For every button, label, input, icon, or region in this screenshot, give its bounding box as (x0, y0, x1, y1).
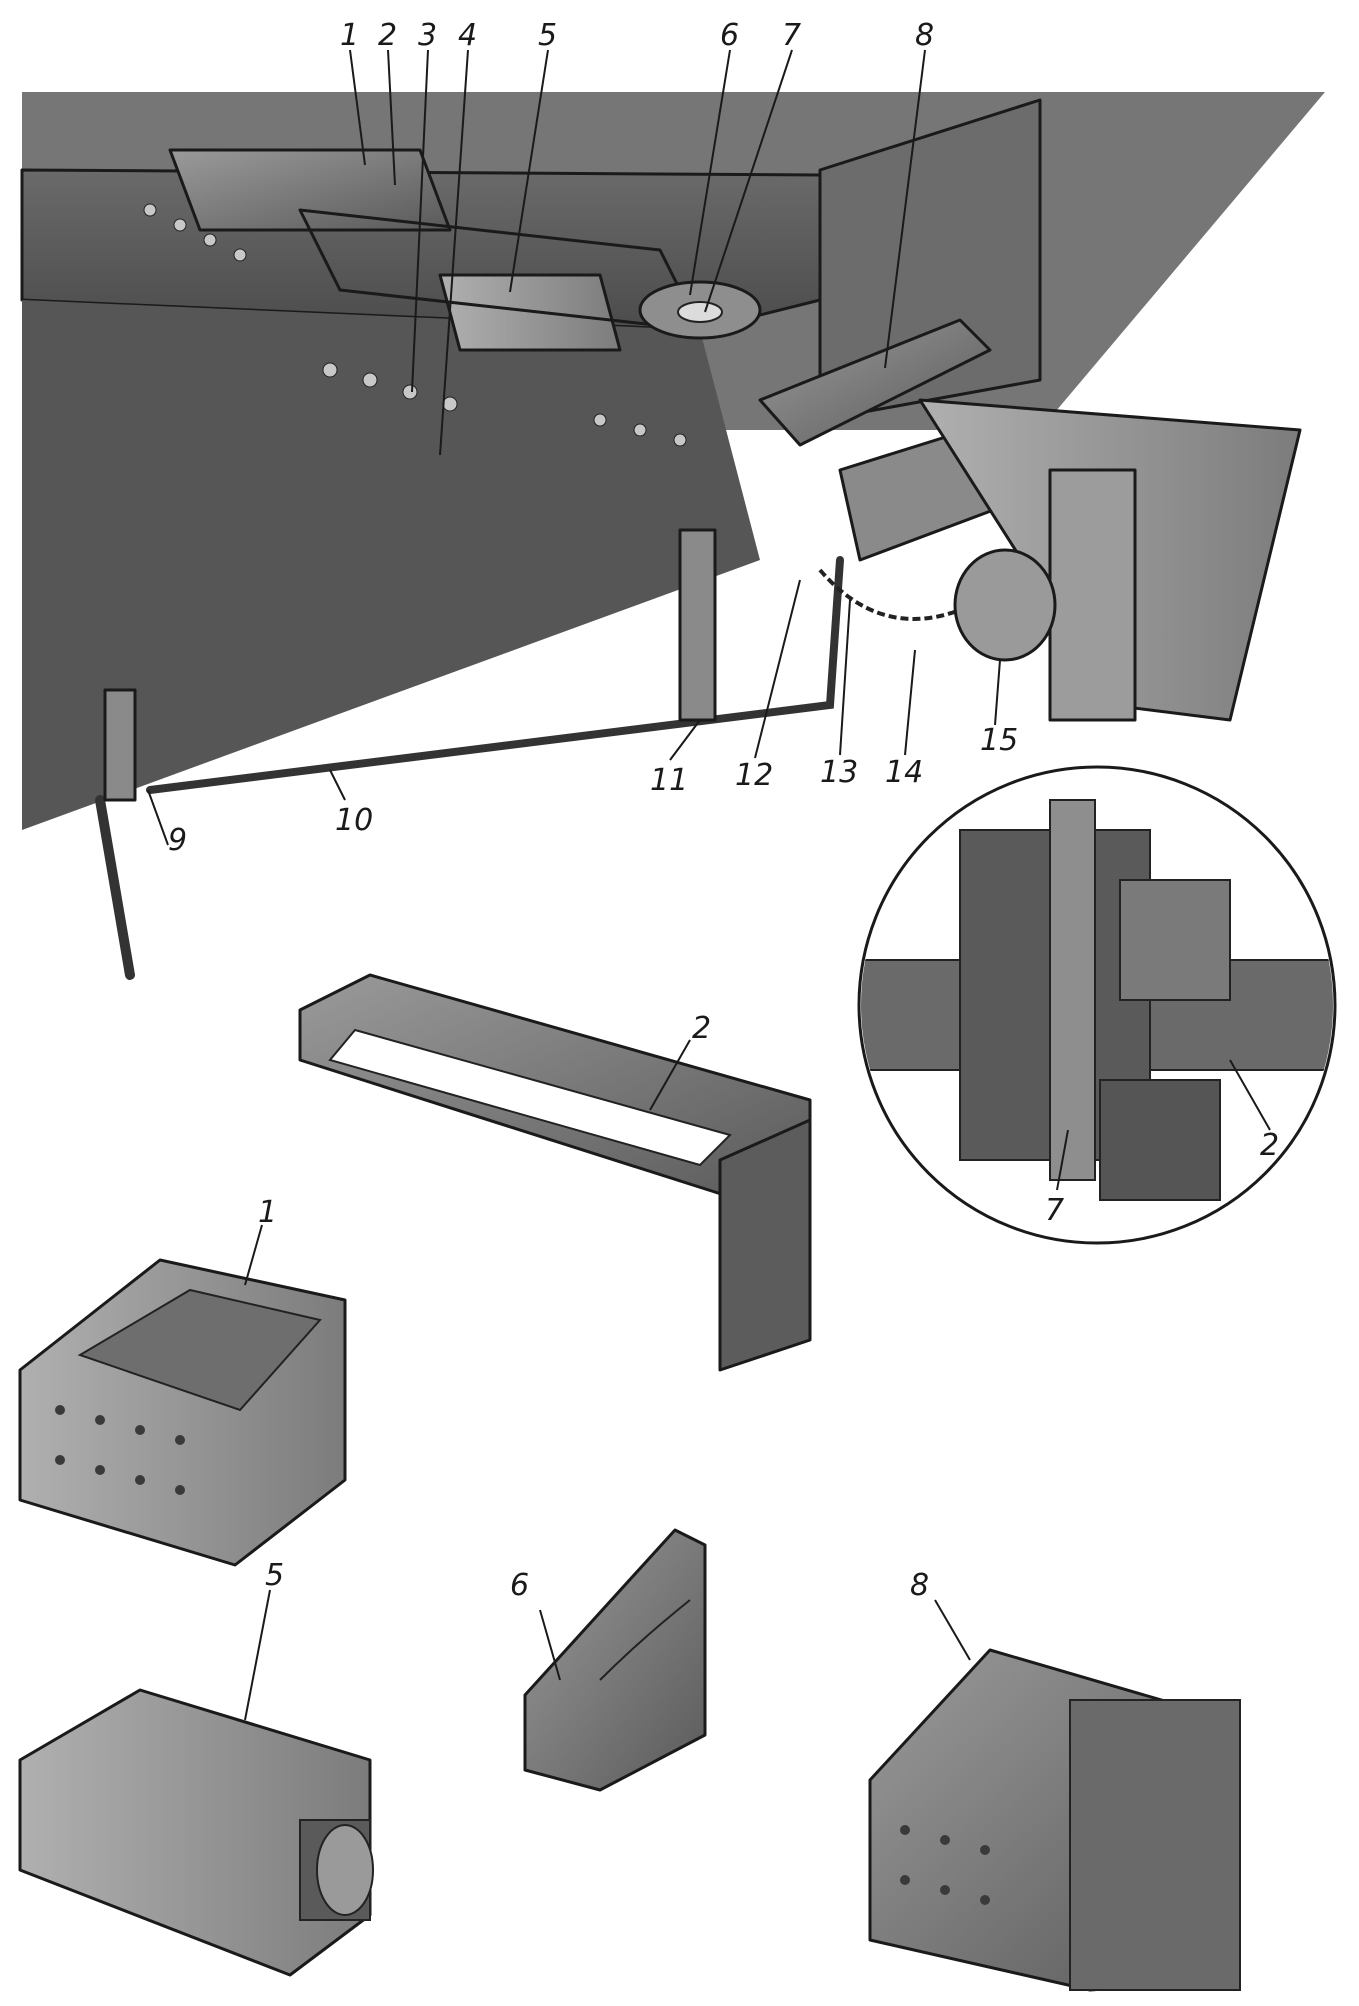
rear-stop-bracket (758, 318, 992, 447)
lever-handle (95, 795, 135, 980)
callout-3: 3 (418, 18, 437, 53)
callout-2: 2 (378, 18, 397, 53)
main-assembly (20, 92, 1325, 980)
inset-callout-7: 7 (1045, 1193, 1064, 1228)
part-callout-8: 8 (910, 1568, 929, 1603)
safety-chain (818, 568, 961, 621)
uncoupling-rod (146, 556, 844, 794)
main-leader-lines (147, 49, 1001, 846)
callout-9: 9 (168, 823, 187, 858)
callout-7: 7 (782, 18, 801, 53)
part-yoke: 2 (298, 973, 812, 1372)
end-beam (818, 98, 1042, 422)
callout-4: 4 (458, 18, 477, 53)
main-callouts: 1 2 3 4 5 6 7 8 9 10 11 12 13 14 15 (168, 18, 1018, 858)
lever-bracket-left (103, 688, 137, 802)
side-sill (22, 300, 760, 830)
callout-14: 14 (885, 755, 923, 790)
inset-key-pin (1049, 799, 1096, 1181)
callout-5: 5 (538, 18, 557, 53)
rivet-row (143, 203, 687, 447)
callout-8: 8 (915, 18, 934, 53)
callout-10: 10 (335, 803, 373, 838)
part-callout-2: 2 (692, 1011, 711, 1046)
lever-bracket-right (678, 528, 717, 722)
part-front-stop: 1 (18, 1195, 347, 1567)
callout-15: 15 (980, 723, 1018, 758)
part-callout-5: 5 (265, 1558, 284, 1593)
callout-11: 11 (650, 763, 688, 798)
key-slot (677, 301, 723, 323)
part-rear-stop: 8 (868, 1568, 1241, 1992)
part-callout-1: 1 (258, 1195, 277, 1230)
part-callout-6: 6 (510, 1568, 529, 1603)
callout-6: 6 (720, 18, 739, 53)
part-follower: 6 (510, 1528, 707, 1792)
inset-detail: 2 7 (857, 765, 1337, 1245)
inset-callout-2: 2 (1260, 1128, 1279, 1163)
part-draft-gear: 5 (18, 1558, 374, 1977)
callout-13: 13 (820, 755, 858, 790)
coupler-knuckle (1048, 468, 1137, 722)
callout-1: 1 (340, 18, 359, 53)
callout-12: 12 (735, 758, 773, 793)
front-stop-housing (168, 148, 452, 232)
lock-cap (953, 548, 1057, 662)
